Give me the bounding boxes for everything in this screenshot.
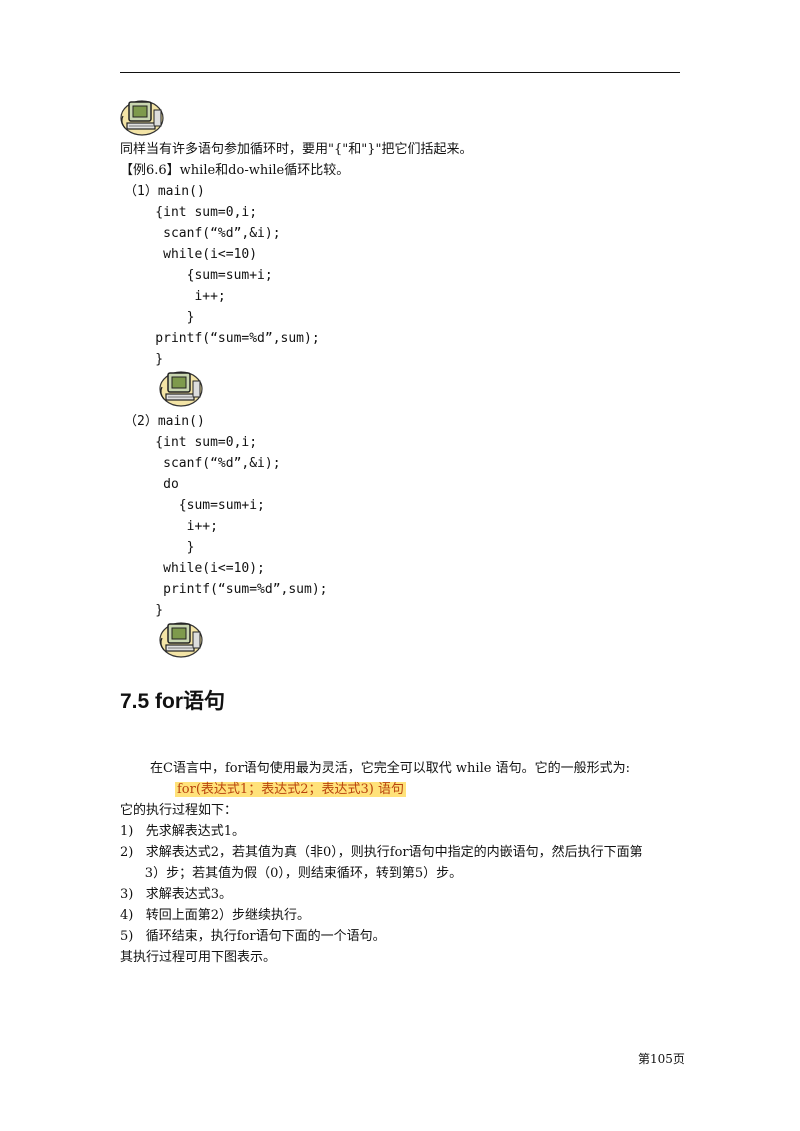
step-item: 3) 求解表达式3。 [120, 887, 233, 902]
code-line: i++; [124, 519, 218, 534]
example-title: 【例6.6】while和do-while循环比较。 [120, 163, 350, 178]
code-line: {sum=sum+i; [124, 498, 265, 513]
closing-line: 其执行过程可用下图表示。 [120, 950, 277, 965]
exec-intro: 它的执行过程如下： [120, 803, 238, 818]
code-line: printf(“sum=%d”,sum); [124, 331, 320, 346]
step-item: 1) 先求解表达式1。 [120, 824, 246, 839]
code-line: } [124, 352, 164, 367]
for-syntax-highlight: for(表达式1；表达式2；表达式3) 语句 [175, 781, 406, 799]
step-item: 2) 求解表达式2，若其值为真（非0），则执行for语句中指定的内嵌语句，然后执… [120, 845, 643, 860]
for-syntax: for(表达式1；表达式2；表达式3) 语句 [175, 782, 406, 797]
paragraph: 在C语言中，for语句使用最为灵活，它完全可以取代 while 语句。它的一般形… [150, 761, 630, 776]
code-line: while(i<=10) [124, 247, 258, 262]
code-line: i++; [124, 289, 226, 304]
step-item: 5) 循环结束，执行for语句下面的一个语句。 [120, 929, 386, 944]
code-line: （1）main() [124, 184, 205, 199]
header-rule [120, 72, 680, 73]
page-number: 第105页 [638, 1052, 685, 1066]
section-heading: 7.5 for语句 [120, 690, 226, 713]
computer-clipart-icon [159, 371, 203, 407]
code-line: } [124, 603, 164, 618]
computer-clipart-icon [159, 622, 203, 658]
code-line: while(i<=10); [124, 561, 265, 576]
code-line: {sum=sum+i; [124, 268, 273, 283]
step-item: 4) 转回上面第2）步继续执行。 [120, 908, 311, 923]
intro-line: 同样当有许多语句参加循环时，要用"{"和"}"把它们括起来。 [120, 142, 473, 157]
code-line: do [124, 477, 179, 492]
code-line: scanf(“%d”,&i); [124, 456, 281, 471]
code-line: （2）main() [124, 414, 205, 429]
code-line: {int sum=0,i; [124, 435, 258, 450]
computer-clipart-icon [120, 100, 164, 136]
code-line: } [124, 540, 195, 555]
step-item: 3）步；若其值为假（0），则结束循环，转到第5）步。 [120, 866, 463, 881]
code-line: {int sum=0,i; [124, 205, 258, 220]
code-line: scanf(“%d”,&i); [124, 226, 281, 241]
code-line: } [124, 310, 195, 325]
code-line: printf(“sum=%d”,sum); [124, 582, 328, 597]
